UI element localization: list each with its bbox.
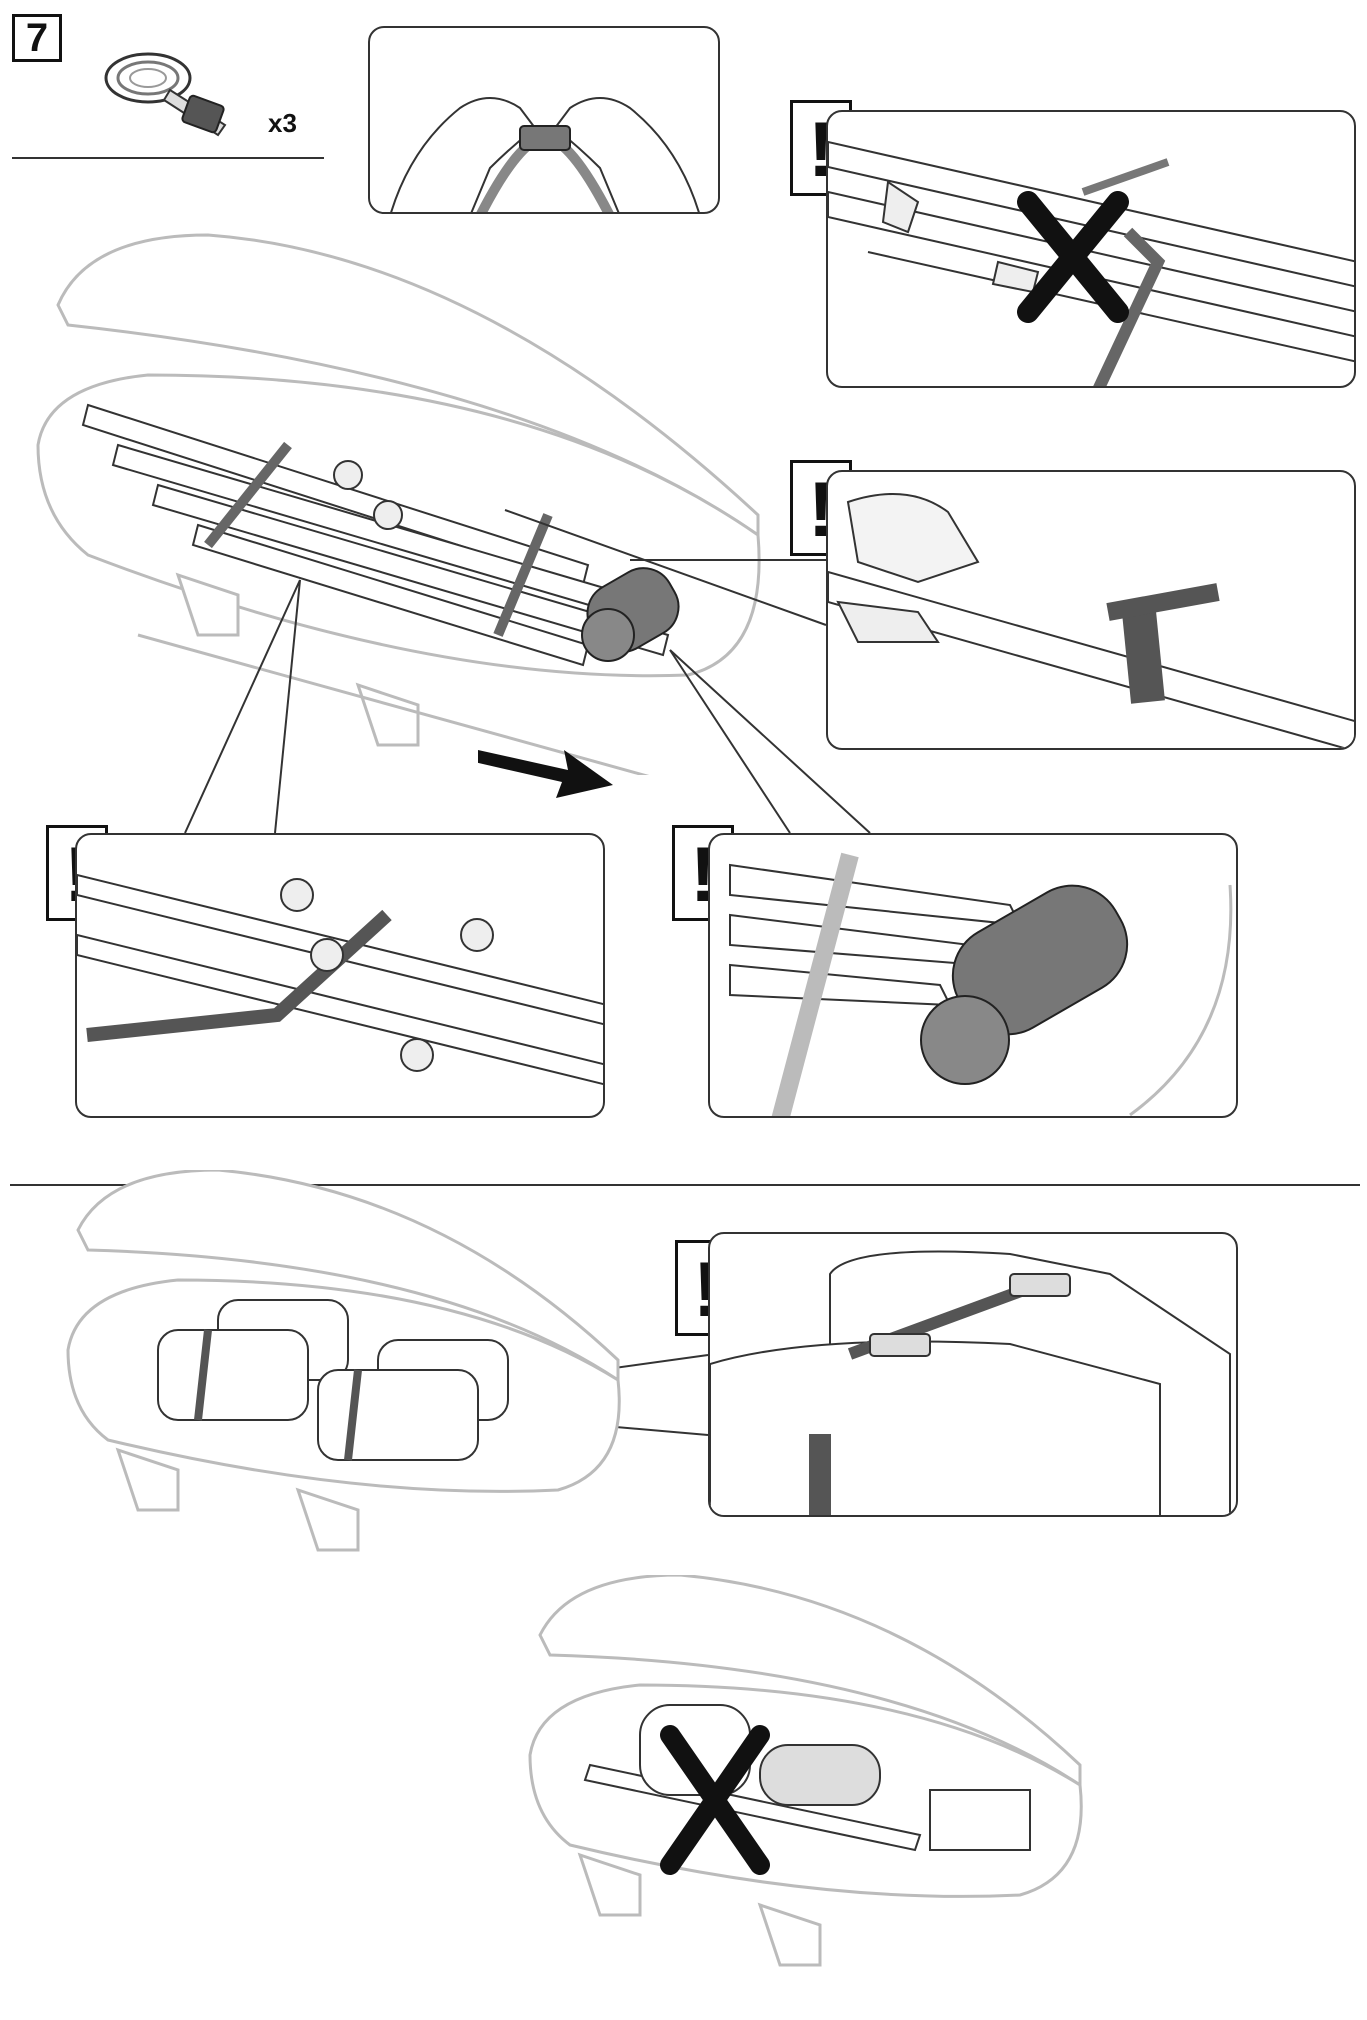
bags-strap-detail-panel [708,1232,1238,1517]
ski-tips-roll-illustration [729,852,1233,1116]
strap-around-skis-illustration [77,873,603,1086]
bags-strapped-illustration [710,1250,1231,1515]
strap-quantity: x3 [268,108,297,138]
step-number: 7 [12,14,62,62]
roof-box-skis-illustration [36,233,761,775]
roof-box-wrong-load-illustration [528,1575,1083,1967]
ski-binding-strap-illustration [828,493,1354,748]
roof-box-bags-illustration [66,1170,621,1552]
strap-binding-detail-panel [826,470,1356,750]
roll-strapped-detail-panel [708,833,1238,1118]
arrow-right-icon [478,750,613,798]
strap-icon [104,52,227,137]
skis-wrong-strap-illustration [828,140,1354,386]
header-divider [12,157,324,159]
strap-around-skis-detail-panel [75,833,605,1118]
wrong-strap-detail-panel [826,110,1356,388]
section-divider [10,1184,1360,1186]
hands-buckle-illustration [390,97,700,212]
strap-buckle-detail-panel [368,26,720,214]
